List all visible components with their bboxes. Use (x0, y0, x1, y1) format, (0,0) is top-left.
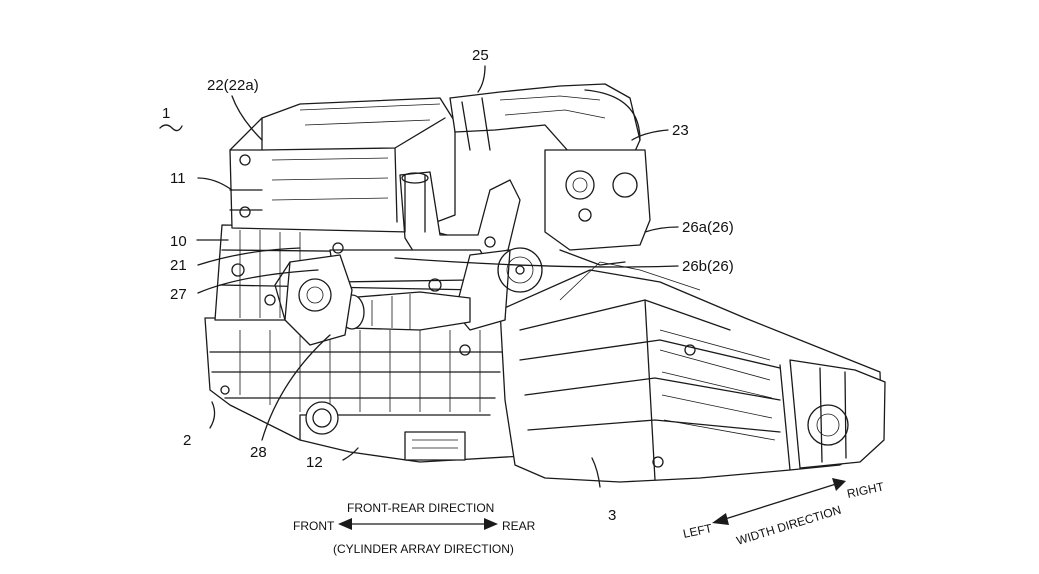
engine-assembly (204, 83, 886, 483)
label-12: 12 (306, 454, 323, 471)
cylinder-array-direction-note: (CYLINDER ARRAY DIRECTION) (333, 542, 514, 556)
width-direction-title: WIDTH DIRECTION (735, 503, 843, 548)
front-rear-direction-title: FRONT-REAR DIRECTION (347, 501, 494, 515)
label-21: 21 (170, 257, 187, 274)
right-label: RIGHT (846, 479, 886, 501)
label-10: 10 (170, 233, 187, 250)
label-27: 27 (170, 286, 187, 303)
left-label: LEFT (682, 521, 714, 541)
front-label: FRONT (293, 519, 335, 533)
front-rear-arrow (338, 518, 498, 530)
label-28: 28 (250, 444, 267, 461)
label-2: 2 (183, 432, 191, 449)
transmission-housing (499, 261, 886, 483)
turbocharger (274, 242, 353, 346)
label-23: 23 (672, 122, 689, 139)
label-22-22a: 22(22a) (207, 77, 259, 94)
label-3: 3 (608, 507, 616, 524)
rear-label: REAR (502, 519, 536, 533)
label-11: 11 (170, 170, 186, 187)
label-26b: 26b(26) (682, 258, 734, 275)
crankcase-lower (204, 317, 541, 463)
label-25: 25 (472, 47, 489, 64)
throttle-unit (544, 149, 651, 266)
width-arrow (712, 478, 846, 525)
label-26a: 26a(26) (682, 219, 734, 236)
label-1: 1 (162, 105, 170, 122)
leader-lines (159, 65, 679, 488)
